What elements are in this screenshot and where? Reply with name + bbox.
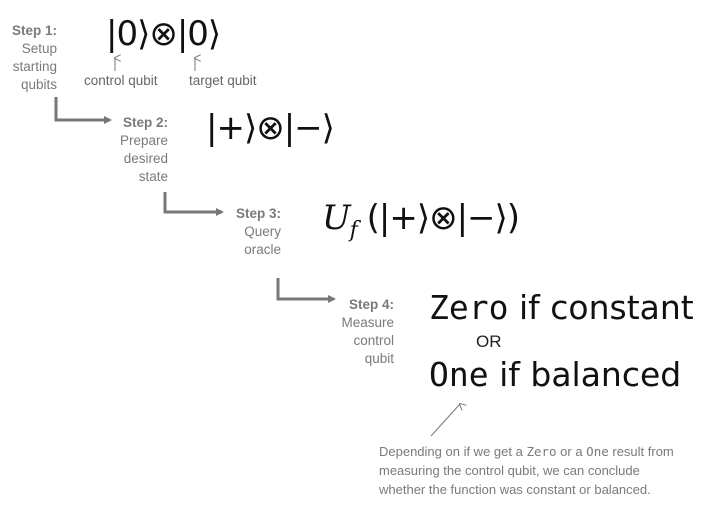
step-3: Step 3: Query oracle [236,205,281,259]
step-2: Step 2: Prepare desired state [120,114,168,186]
oracle-operator: U [322,198,351,238]
note-one: One [586,444,609,459]
result-one-text: if balanced [488,355,682,394]
step-4-line-2: control [353,333,394,348]
step-1-line-3: qubits [20,77,57,92]
step-3-equation: Uf (|+⟩⊗|−⟩) [322,198,520,243]
step-2-line-1: Prepare [119,133,168,148]
step-3-line-2: oracle [244,242,281,257]
control-qubit-label: control qubit [84,73,158,88]
result-zero: Zero if constant [429,288,694,327]
note-line-1-c: result from [608,444,674,459]
note-line-1: Depending on if we get a Zero or a One r… [379,442,674,461]
note-pointer-arrow [430,404,460,437]
step-2-line-2: desired [123,151,168,166]
note-line-3: whether the function was constant or bal… [379,482,651,497]
note-line-1-a: Depending on if we get a [379,444,527,459]
target-qubit-label: target qubit [189,73,257,88]
step-4-line-1: Measure [341,315,394,330]
step-4: Step 4: Measure control qubit [341,296,394,368]
step-2-title: Step 2: [122,115,168,130]
step-4-title: Step 4: [348,297,394,312]
step3-to-step4-arrow [276,278,336,303]
result-zero-word: Zero [429,288,509,327]
oracle-subscript: f [349,217,358,243]
step-1-line-1: Setup [21,41,57,56]
oracle-argument: (|+⟩⊗|−⟩) [366,198,520,238]
step-1-title: Step 1: [11,23,57,38]
note-line-1-b: or a [556,444,587,459]
step-1: Step 1: Setup starting qubits [12,22,57,94]
step2-to-step3-arrow [163,192,224,216]
result-or: OR [476,332,502,351]
step-3-line-1: Query [244,224,281,239]
step-1-line-2: starting [12,59,57,74]
step-2-equation: |+⟩⊗|−⟩ [206,108,335,148]
note-zero: Zero [526,444,557,459]
note-line-2: measuring the control qubit, we can conc… [379,463,640,478]
step-2-line-3: state [138,169,168,184]
step-4-line-3: qubit [364,351,394,366]
result-zero-text: if constant [508,288,694,327]
step-1-equation: |0⟩⊗|0⟩ [106,14,221,54]
result-one: One if balanced [429,355,681,394]
explanation-note: Depending on if we get a Zero or a One r… [379,442,674,499]
step-3-title: Step 3: [235,206,281,221]
result-one-word: One [429,355,489,394]
step1-to-step2-arrow [54,97,112,124]
